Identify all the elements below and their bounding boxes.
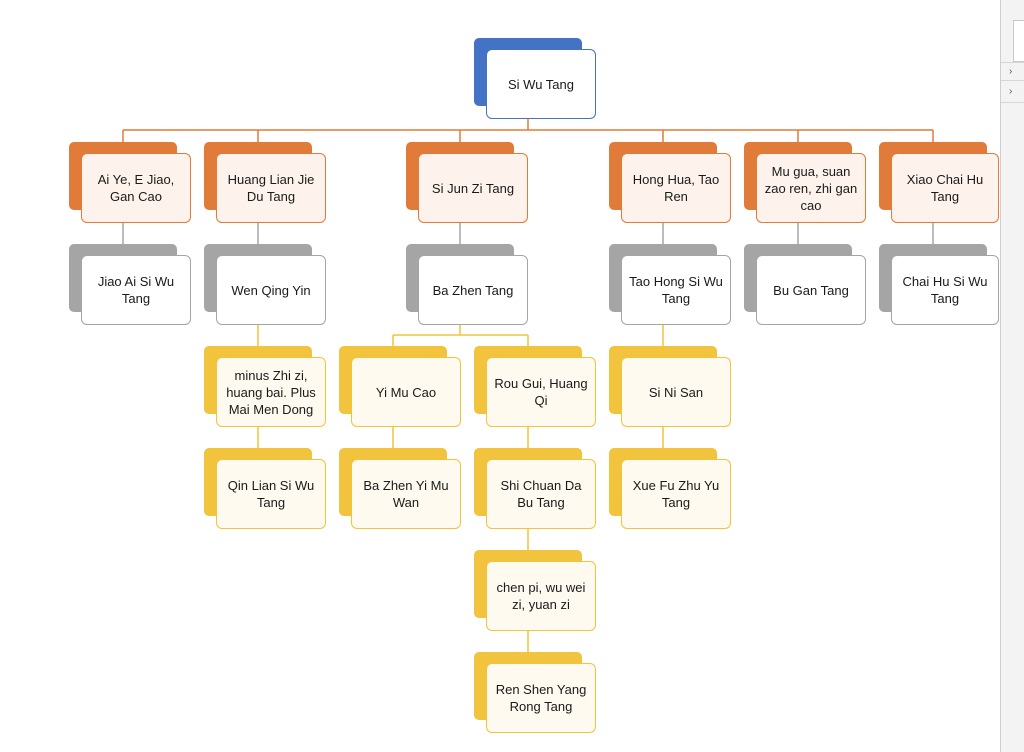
node-label: Mu gua, suan zao ren, zhi gan cao xyxy=(756,153,866,223)
node-label: Chai Hu Si Wu Tang xyxy=(891,255,999,325)
side-panel-divider xyxy=(1001,80,1024,81)
node-root-label: Si Wu Tang xyxy=(486,49,596,119)
chevron-right-icon[interactable]: › xyxy=(1009,86,1013,97)
organization-chart: Si Wu Tang Ai Ye, E Jiao, Gan Cao Huang … xyxy=(69,38,999,733)
node-label: Bu Gan Tang xyxy=(756,255,866,325)
node-label: chen pi, wu wei zi, yuan zi xyxy=(486,561,596,631)
side-panel-divider xyxy=(1001,102,1024,103)
node-label: Shi Chuan Da Bu Tang xyxy=(486,459,596,529)
node-label: Ren Shen Yang Rong Tang xyxy=(486,663,596,733)
chevron-right-icon[interactable]: › xyxy=(1009,66,1013,77)
node-label: Rou Gui, Huang Qi xyxy=(486,357,596,427)
side-panel-divider xyxy=(1001,62,1024,63)
node-label: Qin Lian Si Wu Tang xyxy=(216,459,326,529)
node-label: Jiao Ai Si Wu Tang xyxy=(81,255,191,325)
node-label: Si Jun Zi Tang xyxy=(418,153,528,223)
node-label: Yi Mu Cao xyxy=(351,357,461,427)
node-label: Si Ni San xyxy=(621,357,731,427)
node-label: Wen Qing Yin xyxy=(216,255,326,325)
node-label: minus Zhi zi, huang bai. Plus Mai Men Do… xyxy=(216,357,326,427)
node-label: Xiao Chai Hu Tang xyxy=(891,153,999,223)
side-panel: › › xyxy=(1000,0,1024,752)
node-label: Ba Zhen Yi Mu Wan xyxy=(351,459,461,529)
connector-lines xyxy=(122,105,934,653)
node-label: Tao Hong Si Wu Tang xyxy=(621,255,731,325)
node-label: Xue Fu Zhu Yu Tang xyxy=(621,459,731,529)
side-panel-tab[interactable] xyxy=(1013,20,1024,62)
node-label: Ba Zhen Tang xyxy=(418,255,528,325)
node-label: Huang Lian Jie Du Tang xyxy=(216,153,326,223)
node-label: Hong Hua, Tao Ren xyxy=(621,153,731,223)
node-label: Ai Ye, E Jiao, Gan Cao xyxy=(81,153,191,223)
